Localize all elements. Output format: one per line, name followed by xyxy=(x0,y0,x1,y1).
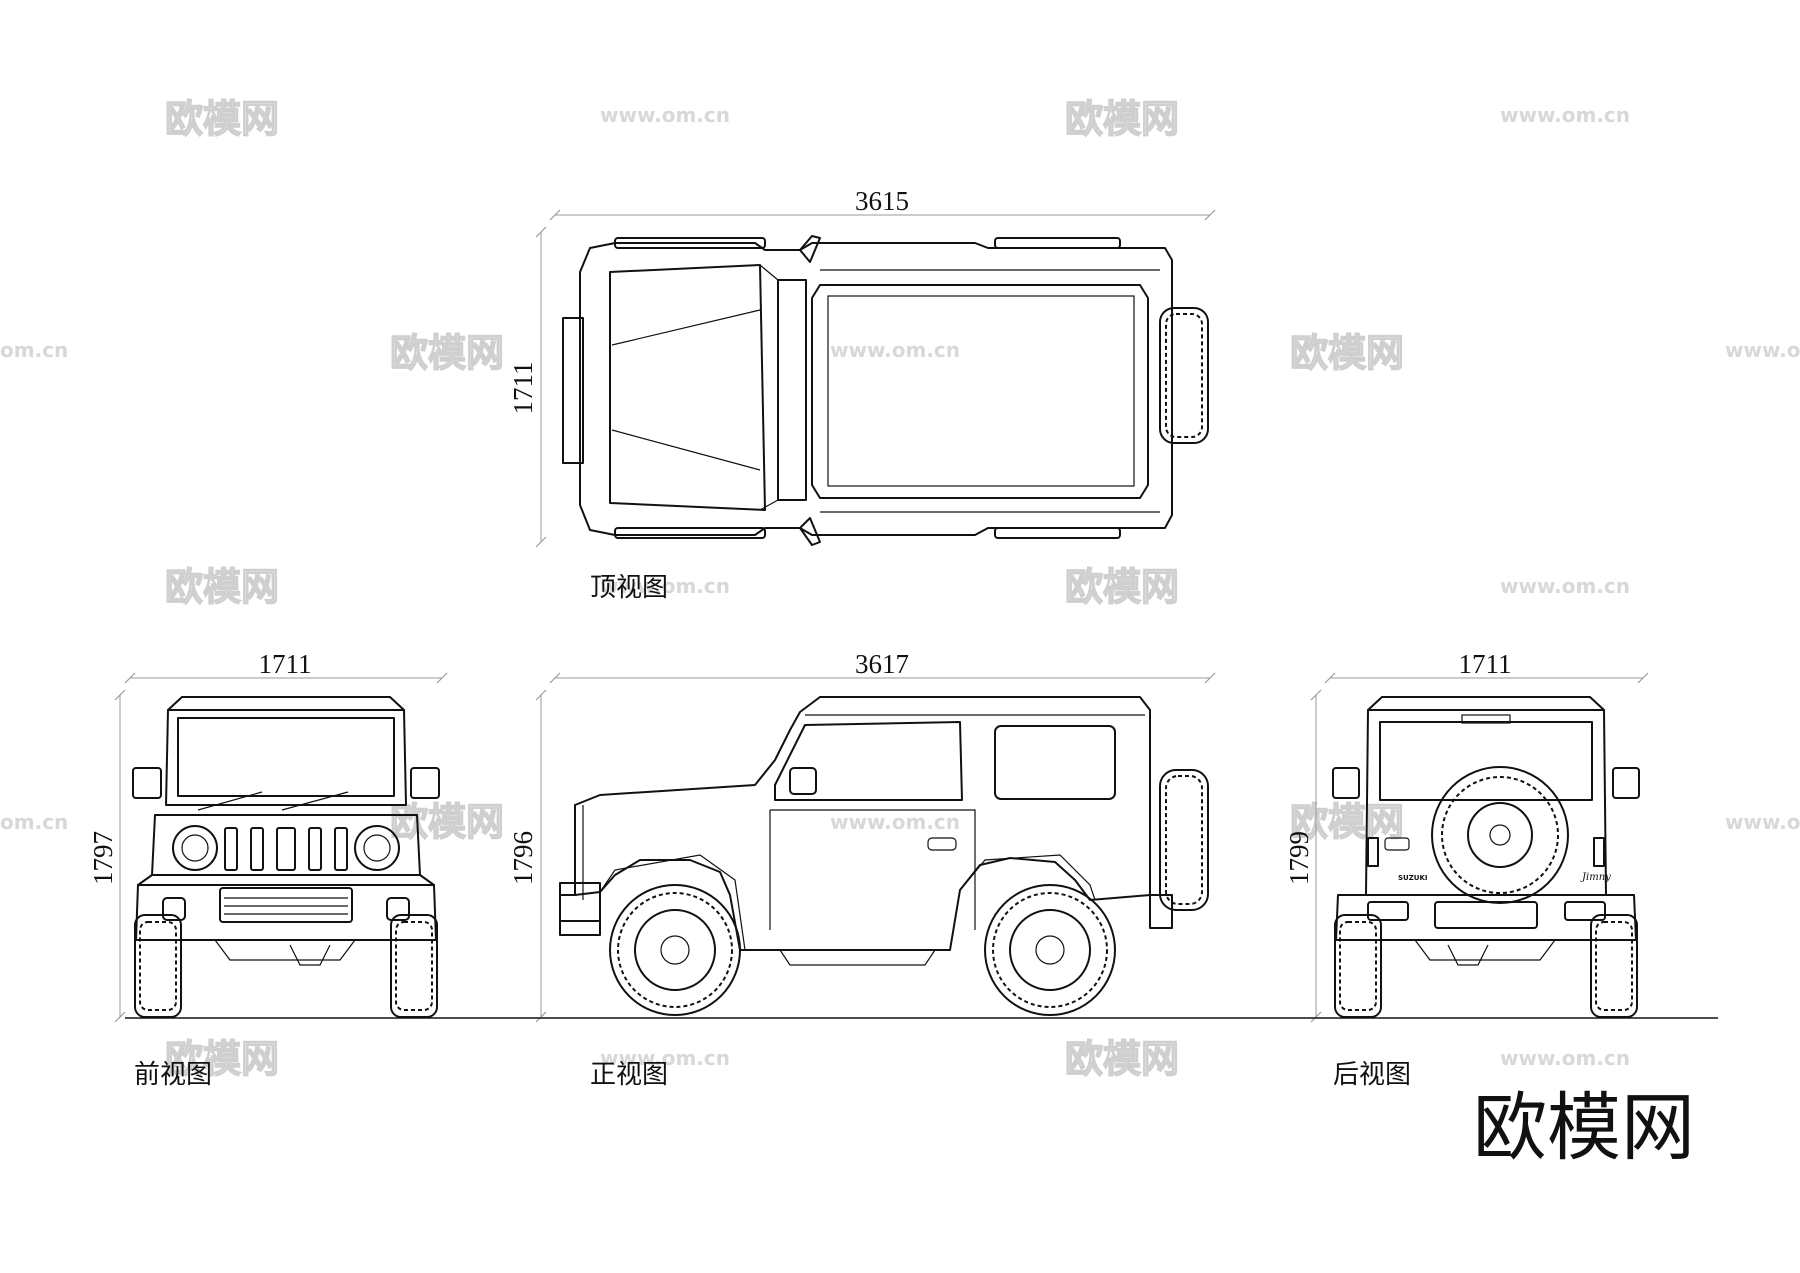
front-vehicle-outline xyxy=(132,696,440,1018)
side-view: 3617 1796 xyxy=(508,649,1216,1090)
side-height-label: 1796 xyxy=(508,831,538,885)
rear-badge-jimny: Jimny xyxy=(1580,872,1611,883)
watermark-layer: 欧模网 www.om.cn 欧模网 www.om.cn om.cn 欧模网 ww… xyxy=(0,96,1800,1081)
rear-width-label: 1711 xyxy=(1459,649,1512,679)
rear-height-dimension: 1799 xyxy=(1284,689,1322,1023)
rear-width-dimension: 1711 xyxy=(1324,649,1649,684)
watermark-cn: 欧模网 xyxy=(390,331,504,375)
watermark-url: www.om.cn xyxy=(1725,810,1800,834)
watermark-url: www.om.cn xyxy=(1500,574,1630,598)
watermark-cn: 欧模网 xyxy=(1065,565,1179,609)
watermark-cn: 欧模网 xyxy=(1290,800,1404,844)
watermark-url: www.om.cn xyxy=(830,338,960,362)
front-view: 1711 1797 xyxy=(88,649,448,1090)
side-view-caption: 正视图 xyxy=(590,1060,668,1090)
watermark-cn: 欧模网 xyxy=(390,800,504,844)
watermark-cn: 欧模网 xyxy=(1065,1037,1179,1081)
top-length-dimension: 3615 xyxy=(549,186,1216,221)
side-length-dimension: 3617 xyxy=(549,649,1216,684)
rear-view-caption: 后视图 xyxy=(1333,1060,1411,1090)
front-height-dimension: 1797 xyxy=(88,689,126,1023)
brand-logo: 欧模网 xyxy=(1473,1085,1695,1171)
front-view-caption: 前视图 xyxy=(134,1060,212,1090)
side-length-label: 3617 xyxy=(855,649,909,679)
watermark-url-fragment: om.cn xyxy=(0,810,68,834)
side-vehicle-outline xyxy=(559,696,1209,1016)
watermark-url: www.om.cn xyxy=(1500,103,1630,127)
rear-height-label: 1799 xyxy=(1284,831,1314,885)
rear-view: 1711 1799 SUZUKI Jimny xyxy=(1284,649,1649,1090)
watermark-url-fragment: om.cn xyxy=(0,338,68,362)
watermark-url: www.om.cn xyxy=(830,810,960,834)
watermark-cn: 欧模网 xyxy=(1290,331,1404,375)
top-vehicle-outline xyxy=(562,235,1209,546)
front-height-label: 1797 xyxy=(88,831,118,885)
front-width-dimension: 1711 xyxy=(124,649,448,684)
front-width-label: 1711 xyxy=(259,649,312,679)
watermark-url: www.om.cn xyxy=(1500,1046,1630,1070)
top-view: 3615 1711 xyxy=(508,186,1216,603)
watermark-cn: 欧模网 xyxy=(165,97,279,141)
top-length-label: 3615 xyxy=(855,186,909,216)
side-height-dimension: 1796 xyxy=(508,689,547,1023)
top-width-label: 1711 xyxy=(508,362,538,415)
watermark-cn: 欧模网 xyxy=(1065,97,1179,141)
rear-vehicle-outline: SUZUKI Jimny xyxy=(1332,696,1640,1018)
watermark-cn: 欧模网 xyxy=(165,565,279,609)
top-view-caption: 顶视图 xyxy=(590,573,668,603)
watermark-url: www.om.cn xyxy=(600,1046,730,1070)
rear-badge-suzuki: SUZUKI xyxy=(1398,874,1428,882)
watermark-url: www.om.cn xyxy=(1725,338,1800,362)
watermark-cn: 欧模网 xyxy=(165,1037,279,1081)
watermark-url: www.om.cn xyxy=(600,574,730,598)
top-width-dimension: 1711 xyxy=(508,226,547,548)
watermark-url: www.om.cn xyxy=(600,103,730,127)
